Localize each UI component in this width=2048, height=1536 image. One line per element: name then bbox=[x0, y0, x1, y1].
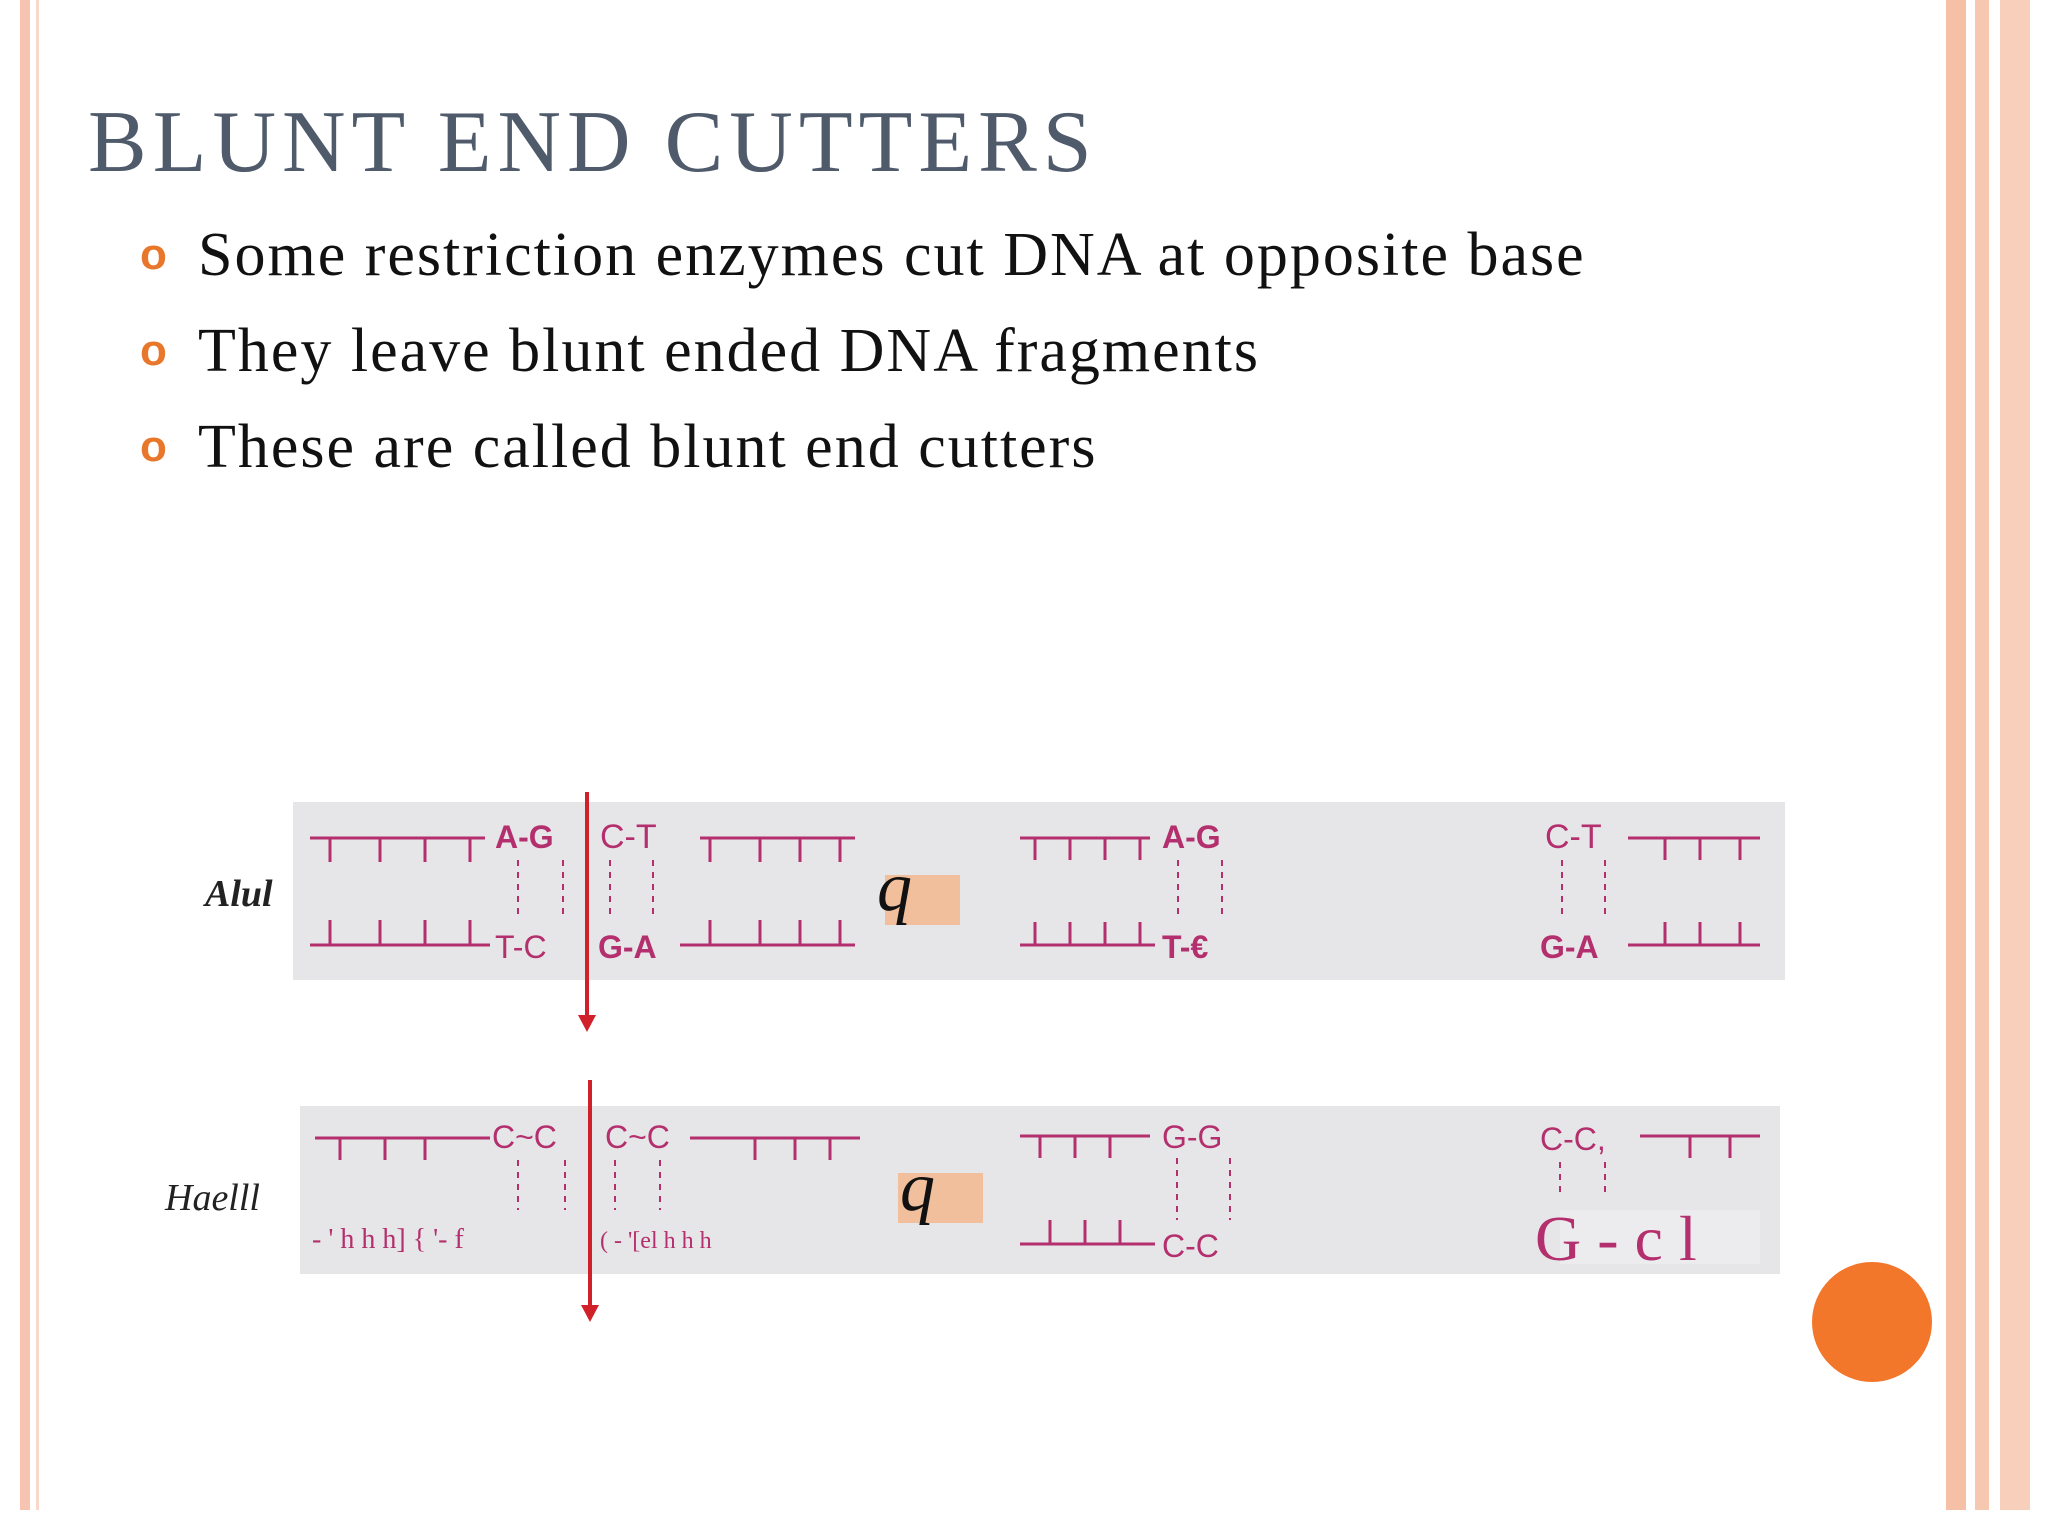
result2-seq-left-top: G-G bbox=[1162, 1119, 1222, 1155]
seq2-left-bottom-blur: - ' h h h] { '- f bbox=[312, 1224, 465, 1255]
bullet-icon: o bbox=[140, 422, 169, 471]
base-pair-dashes bbox=[517, 860, 654, 920]
base-pair-dashes bbox=[1177, 860, 1223, 920]
dna-panel-haeiii bbox=[300, 1106, 1780, 1274]
bullet-text: Some restriction enzymes cut DNA at oppo… bbox=[198, 221, 1586, 289]
result2-seq-right-bottom: G - c l bbox=[1535, 1203, 1697, 1274]
dna-ladder-left-bottom bbox=[310, 920, 855, 947]
right-border-stripe bbox=[1946, 0, 1966, 1510]
base-pair-dashes bbox=[1561, 860, 1606, 920]
enzyme-label-haeiii: Haelll bbox=[164, 1177, 260, 1219]
seq-right-bottom: G-A bbox=[598, 929, 657, 965]
cut-arrow-icon bbox=[578, 792, 596, 1032]
result2-right-bottom-panel bbox=[1560, 1210, 1760, 1264]
q-glyph: q bbox=[900, 1149, 935, 1226]
seq2-right-bottom-blur: ( - '[el h h h bbox=[600, 1228, 712, 1254]
result2-seq-left-bottom: C-C bbox=[1162, 1228, 1219, 1264]
slide-title: BLUNT END CUTTERS bbox=[88, 94, 1098, 191]
result-seq-left-bottom: T-€ bbox=[1162, 929, 1208, 965]
highlight-box bbox=[885, 875, 960, 925]
seq2-right-top: C~C bbox=[605, 1119, 670, 1155]
cut-arrow-icon bbox=[581, 1080, 599, 1322]
dna-panel-alui bbox=[293, 802, 1785, 980]
highlight-box bbox=[898, 1173, 983, 1223]
bullet-icon: o bbox=[140, 326, 169, 375]
bullet-icon: o bbox=[140, 230, 169, 279]
result2-ladder-left bbox=[1020, 1134, 1155, 1246]
decorative-orange-circle bbox=[1812, 1262, 1932, 1382]
seq-left-top: A-G bbox=[495, 819, 554, 855]
base-pair-dashes bbox=[517, 1160, 661, 1210]
seq-left-bottom: T-C bbox=[495, 929, 547, 965]
restriction-diagram: Alul A-G T-C C-T G-A q bbox=[164, 792, 1785, 1322]
bullet-item: o They leave blunt ended DNA fragments bbox=[140, 316, 1586, 412]
right-border-stripe-3 bbox=[2000, 0, 2030, 1510]
seq2-left-top: C~C bbox=[492, 1119, 557, 1155]
result2-ladder-right bbox=[1640, 1134, 1760, 1158]
base-pair-dashes bbox=[1176, 1158, 1231, 1220]
bullet-item: o These are called blunt end cutters bbox=[140, 412, 1586, 508]
result-seq-left-top: A-G bbox=[1162, 819, 1221, 855]
right-border-stripe-2 bbox=[1975, 0, 1989, 1510]
result-seq-right-bottom: G-A bbox=[1540, 929, 1599, 965]
dna-ladder-left-top bbox=[310, 836, 855, 862]
result-ladder-left bbox=[1020, 836, 1155, 947]
seq-right-top: C-T bbox=[600, 818, 657, 856]
bullet-list: o Some restriction enzymes cut DNA at op… bbox=[140, 220, 1586, 508]
left-border-stripe bbox=[20, 0, 30, 1510]
q-glyph: q bbox=[877, 849, 912, 926]
result2-seq-right-top: C-C, bbox=[1540, 1121, 1606, 1157]
enzyme-label-alui: Alul bbox=[203, 873, 273, 915]
base-pair-dashes bbox=[1559, 1162, 1606, 1195]
result-ladder-right bbox=[1628, 836, 1760, 947]
result-seq-right-top: C-T bbox=[1545, 818, 1602, 856]
left-border-stripe-thin bbox=[36, 0, 39, 1510]
bullet-text: They leave blunt ended DNA fragments bbox=[198, 317, 1260, 385]
bullet-text: These are called blunt end cutters bbox=[198, 413, 1098, 481]
bullet-item: o Some restriction enzymes cut DNA at op… bbox=[140, 220, 1586, 316]
dna-ladder-2-top bbox=[315, 1136, 860, 1160]
